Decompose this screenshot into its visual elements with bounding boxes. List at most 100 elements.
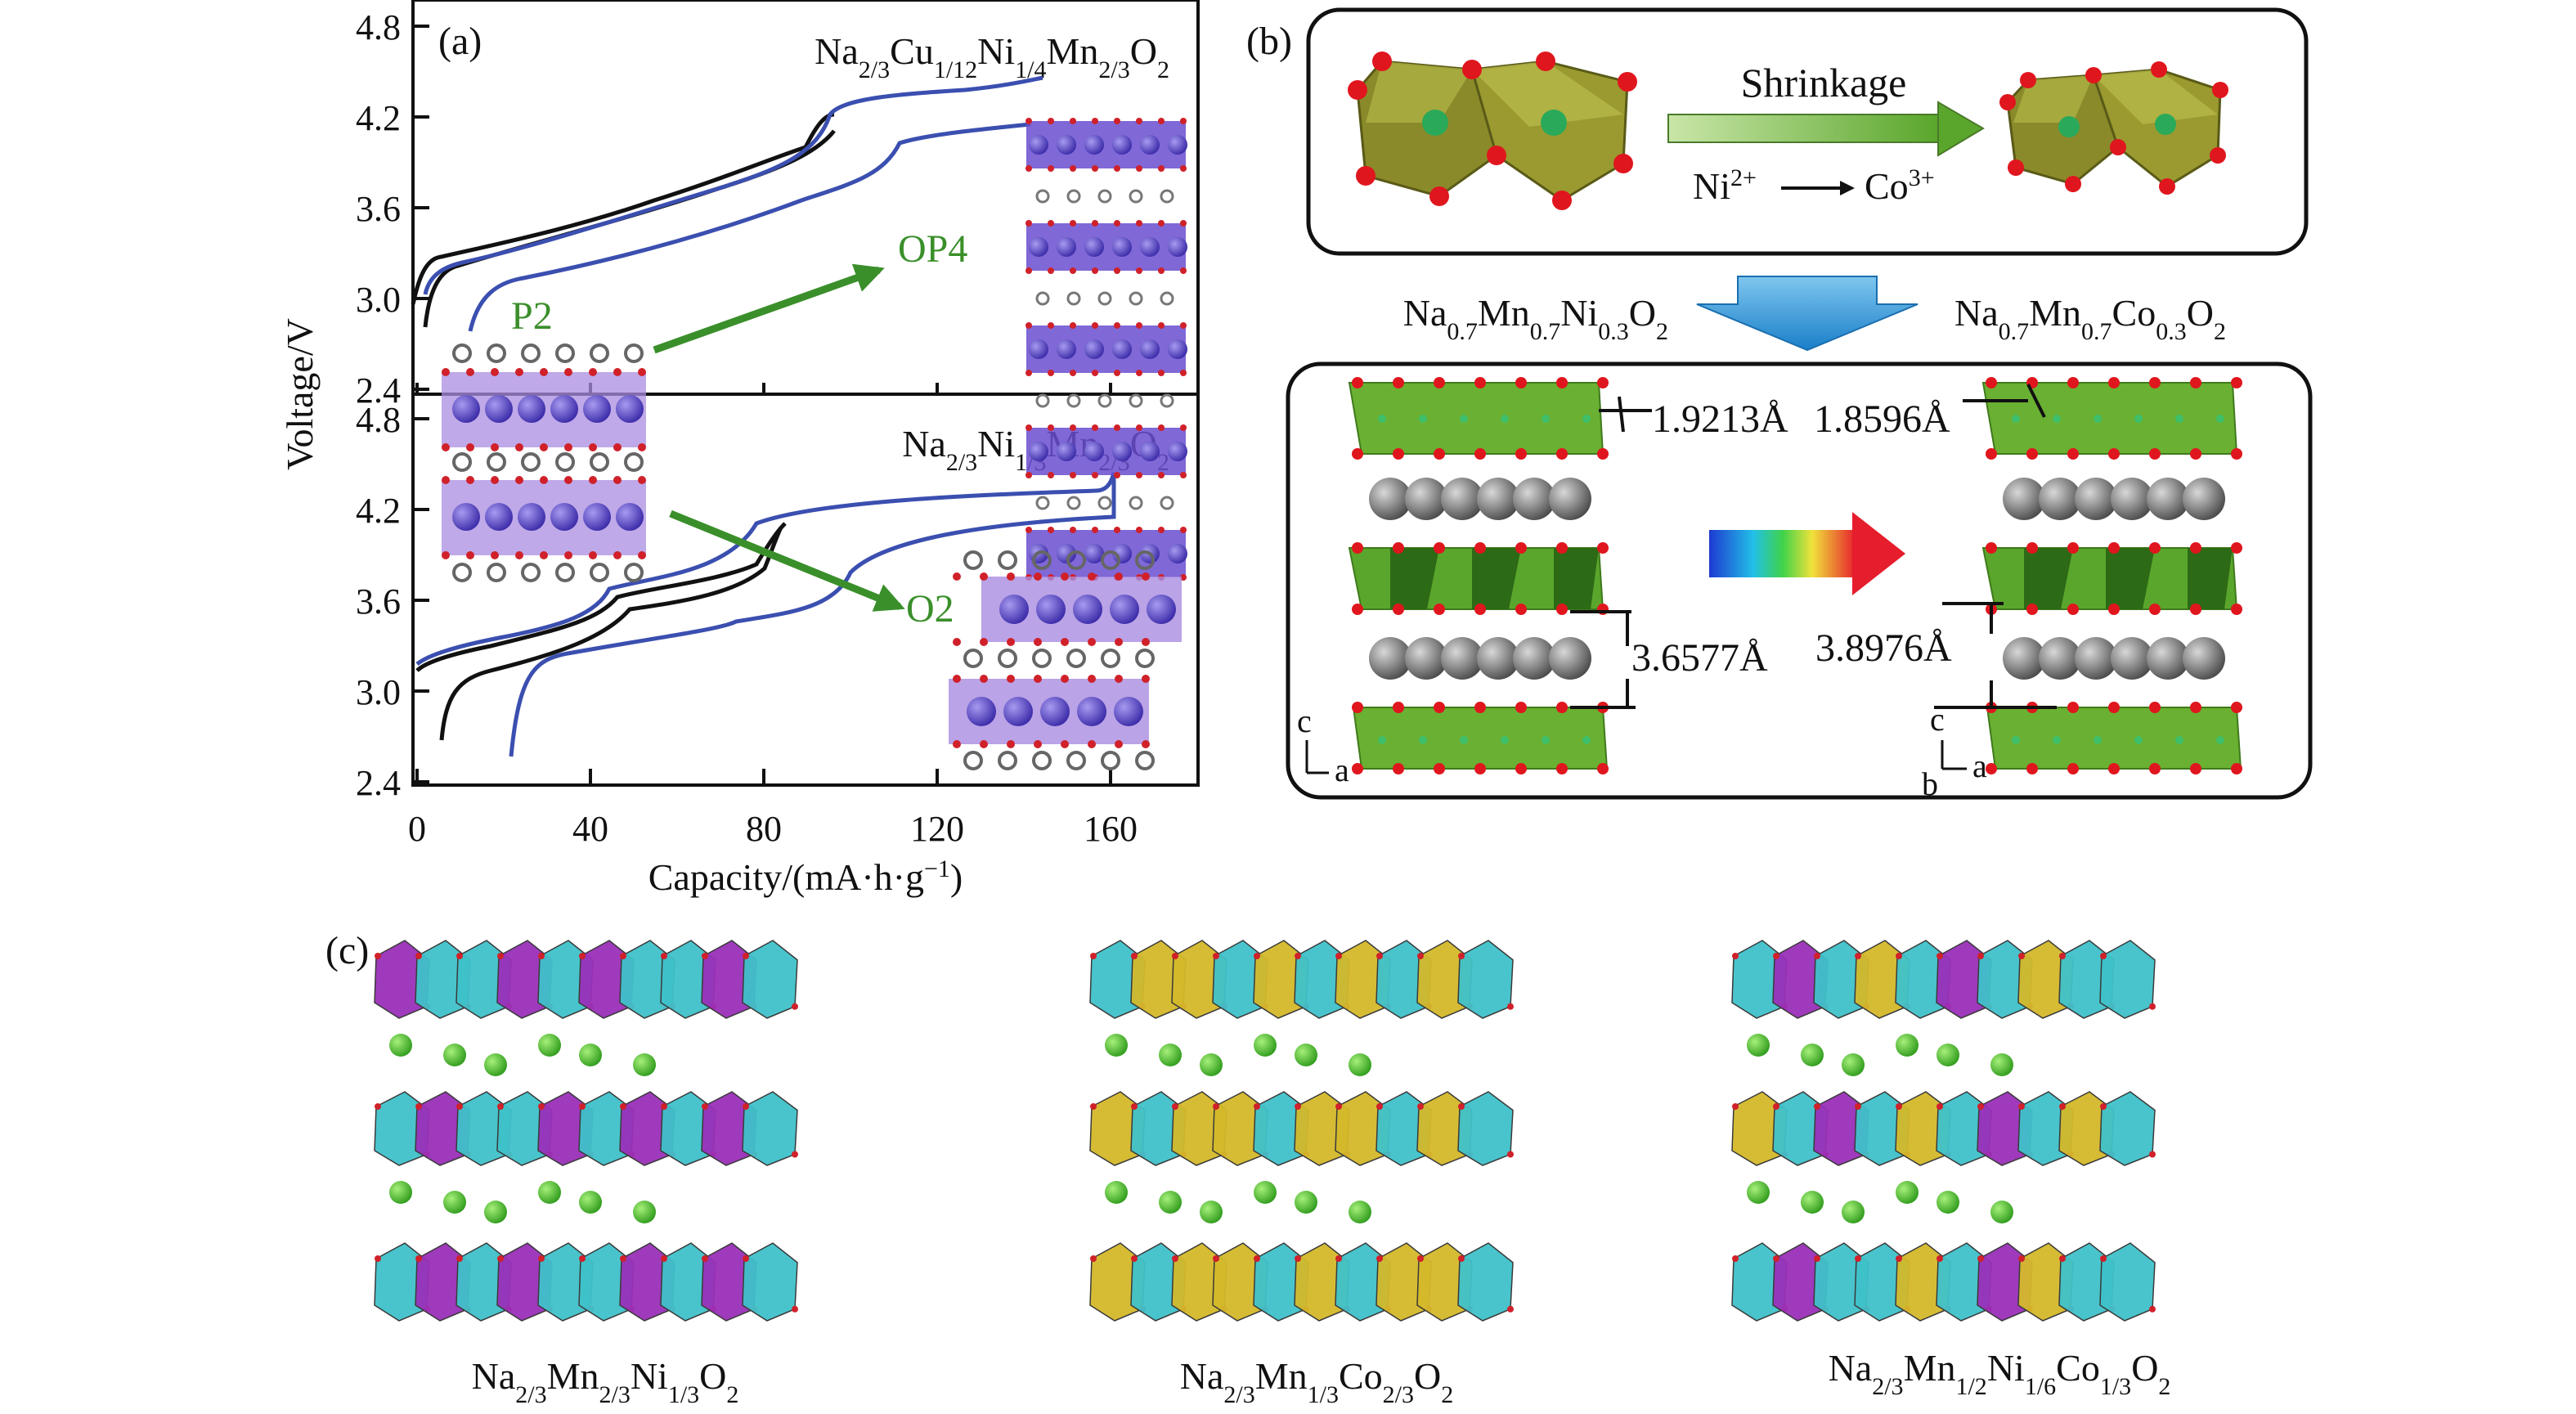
structure-co bbox=[1981, 377, 2242, 774]
caption-c-2-part: 2 bbox=[1441, 1381, 1453, 1408]
arrow-p2-o2 bbox=[669, 509, 905, 612]
x-tick-label: 80 bbox=[746, 809, 782, 849]
curves-top bbox=[411, 75, 1043, 332]
y-tick-label: 3.0 bbox=[356, 672, 401, 712]
caption-c-1-part: Ni bbox=[631, 1355, 668, 1397]
formula-a-top-part: Ni bbox=[977, 30, 1015, 72]
bottom-y-ticks: 4.84.23.63.02.4 bbox=[356, 400, 429, 803]
y-tick-label: 4.8 bbox=[356, 7, 401, 47]
phase-o2-label: O2 bbox=[906, 587, 954, 631]
x-tick-label: 0 bbox=[408, 809, 426, 849]
formula-b-left-part: 0.7 bbox=[1530, 318, 1561, 345]
y-tick-label: 3.6 bbox=[356, 581, 401, 622]
formula-b-left-part: 0.7 bbox=[1447, 318, 1478, 345]
caption-c-3-part: 2/3 bbox=[1872, 1373, 1903, 1400]
formula-a-top-part: Na bbox=[815, 30, 859, 72]
formula-b-right-part: 0.3 bbox=[2156, 318, 2187, 345]
caption-c-1-part: Na bbox=[472, 1355, 516, 1397]
panel-c-label: (c) bbox=[325, 929, 369, 972]
formula-a-top-part: 2/3 bbox=[1098, 56, 1129, 83]
svg-text:a: a bbox=[1335, 752, 1349, 788]
formula-a-top-part: Mn bbox=[1047, 30, 1099, 72]
caption-c-1-part: Mn bbox=[547, 1355, 599, 1397]
formula-b-right-part: Mn bbox=[2029, 292, 2081, 334]
y-tick-label: 3.6 bbox=[356, 189, 401, 229]
axis-indicator-right: c a b bbox=[1922, 701, 1987, 802]
caption-c-2-part: Na bbox=[1180, 1355, 1224, 1397]
formula-b-right-part: 2 bbox=[2214, 318, 2226, 345]
p2-structure bbox=[442, 343, 646, 582]
structure-c-2 bbox=[1089, 940, 1514, 1322]
octahedra-co bbox=[1999, 61, 2228, 195]
formula-b-right-part: 0.7 bbox=[1999, 318, 2030, 345]
dist-right-mid: 3.8976Å bbox=[1815, 626, 1952, 670]
caption-c-3-part: Co bbox=[2056, 1347, 2100, 1389]
ion-symbol: Co bbox=[1865, 165, 1909, 207]
top-formula: Na2/3Cu1/12Ni1/4Mn2/3O2 bbox=[815, 30, 1169, 83]
formula-a-top-part: O bbox=[1130, 30, 1157, 72]
dist-markers bbox=[1570, 384, 2057, 709]
panel-a-ylabel: Voltage/V bbox=[279, 318, 321, 470]
panel-b-label: (b) bbox=[1246, 20, 1292, 63]
rainbow-arrow-body bbox=[1709, 530, 1856, 577]
caption-c-3-part: O bbox=[2131, 1347, 2158, 1389]
caption-c-1-part: 2 bbox=[726, 1381, 738, 1408]
formula-b-right-part: Na bbox=[1954, 292, 1999, 334]
structure-c-1 bbox=[374, 940, 798, 1322]
caption-c-2-part: 1/3 bbox=[1308, 1381, 1339, 1408]
formula-b-left-part: Mn bbox=[1478, 292, 1530, 334]
caption-c-1-part: O bbox=[699, 1355, 726, 1397]
curves-bottom bbox=[415, 472, 1116, 757]
svg-text:a: a bbox=[1972, 747, 1987, 784]
formula-b-left-part: 2 bbox=[1656, 318, 1668, 345]
y-tick-label: 2.4 bbox=[356, 370, 401, 411]
curve-bot-black-discharge bbox=[439, 526, 783, 741]
axis-indicator-left: c a bbox=[1297, 703, 1349, 788]
caption-c-2-part: O bbox=[1414, 1355, 1441, 1397]
formula-b-right-part: Co bbox=[2112, 292, 2156, 334]
formula-a-top-part: 2/3 bbox=[859, 56, 890, 83]
curve-bot-black-charge bbox=[415, 522, 787, 672]
formula-a-top-part: 2 bbox=[1157, 56, 1169, 83]
panel-b: (b) Shrinkage Ni2+ Co3+ bbox=[1246, 7, 2313, 802]
caption-c-1: Na2/3Mn2/3Ni1/3O2 bbox=[472, 1355, 739, 1408]
caption-c-1-part: 2/3 bbox=[515, 1381, 546, 1408]
formula-left: Na0.7Mn0.7Ni0.3O2 bbox=[1403, 292, 1668, 345]
formula-a-top-part: 1/12 bbox=[934, 56, 977, 83]
y-tick-label: 4.2 bbox=[356, 491, 401, 531]
o2-structure bbox=[949, 550, 1182, 770]
panel-b-top-box bbox=[1306, 7, 2309, 256]
dist-left-top: 1.9213Å bbox=[1652, 397, 1788, 441]
caption-c-2-part: 2/3 bbox=[1383, 1381, 1414, 1408]
top-y-ticks: 4.84.23.63.02.4 bbox=[356, 7, 429, 411]
structure-ni bbox=[1348, 377, 1609, 774]
caption-c-3: Na2/3Mn1/2Ni1/6Co1/3O2 bbox=[1829, 1347, 2171, 1400]
formula-b-left-part: Ni bbox=[1560, 292, 1598, 334]
caption-c-2-part: 2/3 bbox=[1223, 1381, 1254, 1408]
formula-a-bot-part: Ni bbox=[977, 423, 1015, 465]
formula-b-left-part: O bbox=[1629, 292, 1656, 334]
shrinkage-arrow-head bbox=[1937, 101, 1985, 157]
y-tick-label: 4.8 bbox=[356, 400, 401, 440]
caption-c-2-part: Co bbox=[1339, 1355, 1383, 1397]
op4-structure bbox=[1025, 118, 1187, 581]
svg-text:c: c bbox=[1930, 701, 1945, 738]
formula-b-right-part: 0.7 bbox=[2081, 318, 2112, 345]
formula-a-bot-part: Na bbox=[902, 423, 946, 465]
co-ion: Co3+ bbox=[1865, 164, 1935, 208]
panel-b-bottom-box bbox=[1286, 361, 2313, 800]
curve-bot-blue-charge bbox=[415, 472, 1116, 667]
x-tick-label: 160 bbox=[1084, 809, 1138, 849]
caption-c-1-part: 2/3 bbox=[599, 1381, 630, 1408]
phase-p2-label: P2 bbox=[511, 294, 553, 338]
svg-text:b: b bbox=[1922, 765, 1938, 802]
ion-charge: 3+ bbox=[1909, 164, 1935, 191]
caption-c-3-part: 1/6 bbox=[2025, 1373, 2056, 1400]
caption-c-3-part: Na bbox=[1829, 1347, 1873, 1389]
phase-op4-label: OP4 bbox=[898, 227, 967, 271]
down-arrow bbox=[1696, 276, 1919, 352]
x-tick-label: 40 bbox=[572, 809, 608, 849]
curve-top-blue-discharge bbox=[468, 122, 1031, 332]
